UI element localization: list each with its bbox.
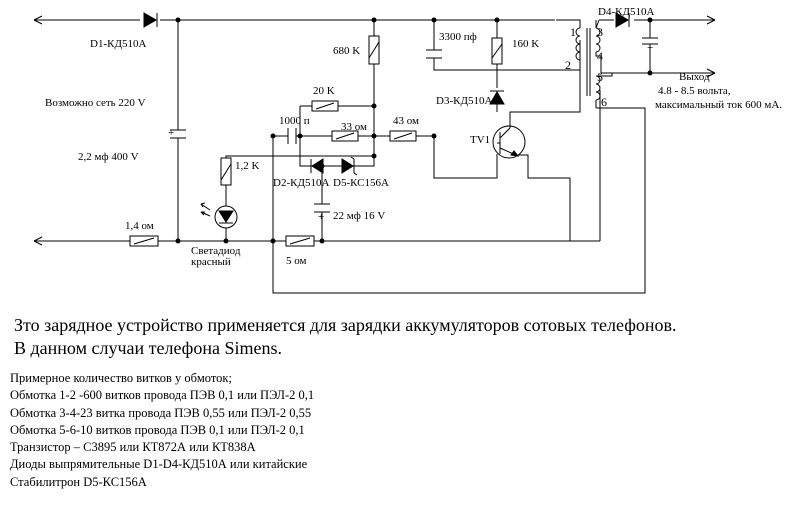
label-1000: 1000 п — [279, 115, 310, 127]
pin-4: 4 — [597, 49, 603, 63]
capacitor-3300 — [426, 49, 442, 59]
transformer — [575, 19, 613, 108]
zener-d5 — [341, 156, 358, 176]
pin-2: 2 — [565, 58, 571, 72]
label-20k: 20 K — [313, 85, 335, 97]
label-160k: 160 K — [512, 38, 539, 50]
diode-d3 — [489, 90, 505, 112]
label-led-2: красный — [191, 256, 231, 268]
label-d2: D2-КД510А — [273, 177, 329, 189]
label-5: 5 ом — [286, 255, 307, 267]
pin-1: 1 — [570, 25, 576, 39]
capacitor-22 — [314, 203, 330, 213]
label-out-1: 4.8 - 8.5 вольта, — [658, 85, 731, 97]
label-out-title: Выход — [679, 71, 710, 83]
description-line: В данном случаи телефона Simens. — [14, 338, 282, 358]
plus-out: + — [647, 42, 653, 54]
diode-d4 — [615, 12, 630, 28]
diode-d1 — [143, 12, 158, 28]
label-d5: D5-КС156А — [333, 177, 389, 189]
label-d1: D1-КД510А — [90, 38, 146, 50]
label-d3: D3-КД510А — [436, 95, 492, 107]
label-d4: D4-КД510А — [598, 6, 654, 18]
note-line: Стабилитрон D5-КС156А — [10, 474, 147, 489]
plus-c1: + — [168, 127, 174, 139]
description-line: Зто зарядное устройство применяется для … — [14, 315, 677, 335]
label-led-1: Светадиод — [191, 245, 241, 257]
description: Зто зарядное устройство применяется для … — [14, 314, 804, 360]
label-c1: 2,2 мф 400 V — [78, 151, 139, 163]
led — [200, 202, 238, 229]
note-line: Обмотка 3-4-23 витка провода ПЭВ 0,55 ил… — [10, 405, 312, 420]
label-mains: Возможно сеть 220 V — [45, 97, 146, 109]
capacitor-1000 — [287, 128, 297, 144]
note-line: Транзистор – C3895 или КТ872А или КТ838А — [10, 440, 256, 455]
label-33: 33 ом — [341, 121, 367, 133]
circuit-schematic: D1-КД510А D4-КД510А Возможно сеть 220 V … — [33, 6, 782, 294]
label-1-4: 1,4 ом — [125, 220, 154, 232]
capacitor-output — [642, 37, 658, 45]
winding-notes: Примерное количество витков у обмоток; О… — [10, 370, 610, 491]
junctions — [175, 17, 653, 244]
label-680k: 680 K — [333, 45, 360, 57]
plus-22: + — [318, 211, 324, 223]
pin-6: 6 — [601, 95, 607, 109]
label-1-2k: 1,2 K — [235, 160, 260, 172]
label-43: 43 ом — [393, 115, 419, 127]
transistor-tv1 — [492, 125, 526, 159]
note-line: Примерное количество витков у обмоток; — [10, 371, 232, 385]
label-22: 22 мф 16 V — [333, 210, 385, 222]
label-out-2: максимальный ток 600 мА. — [655, 99, 782, 111]
note-line: Обмотка 1-2 -600 витков провода ПЭВ 0,1 … — [10, 388, 315, 403]
note-line: Диоды выпрямительные D1-D4-КД510А или ки… — [10, 457, 308, 472]
label-tv1: TV1 — [470, 134, 490, 146]
capacitor-c1 — [170, 129, 186, 139]
note-line: Обмотка 5-6-10 витков провода ПЭВ 0,1 ил… — [10, 422, 305, 437]
pin-5: 5 — [597, 70, 603, 84]
label-3300: 3300 пф — [439, 31, 477, 43]
pin-3: 3 — [597, 25, 603, 39]
